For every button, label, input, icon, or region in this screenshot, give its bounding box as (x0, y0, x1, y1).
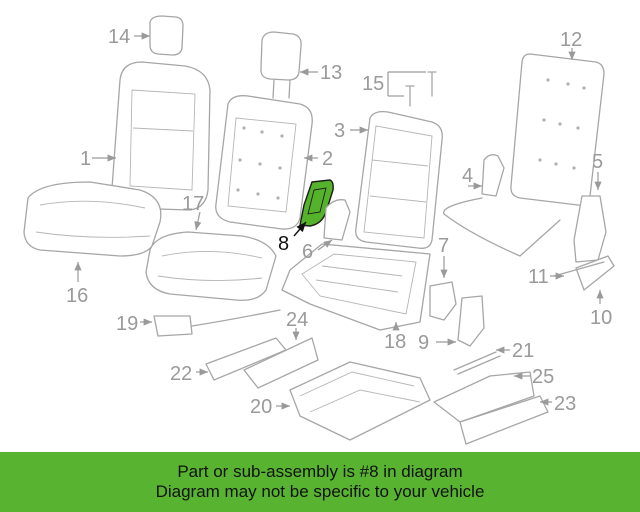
part-16-seat-cushion (23, 181, 162, 257)
part-13-headrest (260, 31, 302, 99)
callout-19: 19 (116, 313, 138, 335)
callout-21: 21 (512, 340, 534, 362)
callout-25: 25 (532, 366, 554, 388)
part-19-latch (153, 309, 281, 337)
info-banner: Part or sub-assembly is #8 in diagram Di… (0, 452, 640, 512)
callout-14: 14 (108, 26, 130, 48)
part-14-headrest (149, 15, 184, 56)
part-6-bracket (323, 199, 351, 241)
callout-24: 24 (286, 309, 308, 331)
callout-17: 17 (182, 193, 204, 215)
callout-23: 23 (554, 393, 576, 415)
callout-20: 20 (250, 396, 272, 418)
part-5-bracket (573, 195, 607, 263)
part-3-seat-back-frame (355, 110, 443, 249)
callout-1: 1 (80, 148, 91, 170)
callout-10: 10 (590, 307, 612, 329)
callout-16: 16 (66, 285, 88, 307)
seat-exploded-diagram: 1 2 3 4 5 6 7 8 9 10 11 12 13 14 15 16 1… (23, 15, 615, 445)
part-7-bracket (429, 281, 457, 321)
callout-18: 18 (384, 331, 406, 353)
callout-4: 4 (462, 165, 473, 187)
callout-22: 22 (170, 363, 192, 385)
part-9-bracket (457, 295, 485, 347)
callout-9: 9 (418, 332, 429, 354)
part-17-cushion (145, 231, 277, 301)
callout-12: 12 (560, 29, 582, 51)
part-18-seat-frame (281, 243, 431, 331)
callout-13: 13 (320, 62, 342, 84)
part-15-bolts (405, 71, 437, 107)
callout-7: 7 (438, 235, 449, 257)
callout-5: 5 (592, 151, 603, 173)
callout-2: 2 (322, 148, 333, 170)
callout-15: 15 (362, 73, 384, 95)
part-2-seat-back-trim (215, 95, 313, 230)
part-12-back-panel (510, 53, 605, 206)
callout-3: 3 (334, 120, 345, 142)
part-21-strut (453, 351, 501, 375)
part-4-hinge (443, 154, 561, 257)
callout-leaders (74, 32, 604, 410)
callout-6: 6 (302, 241, 313, 263)
callout-11: 11 (528, 266, 549, 288)
part-24-side-shield (243, 337, 319, 389)
callout-labels: 1 2 3 4 5 6 7 8 9 10 11 12 13 14 15 16 1… (66, 26, 612, 418)
banner-disclaimer: Diagram may not be specific to your vehi… (155, 482, 485, 501)
part-20-track (289, 361, 431, 441)
callout-8: 8 (278, 233, 289, 255)
part-10-trim (575, 255, 615, 291)
part-23-side-cover (459, 395, 549, 445)
part-25-side-cover (433, 371, 535, 423)
banner-part-note: Part or sub-assembly is #8 in diagram (177, 462, 463, 481)
